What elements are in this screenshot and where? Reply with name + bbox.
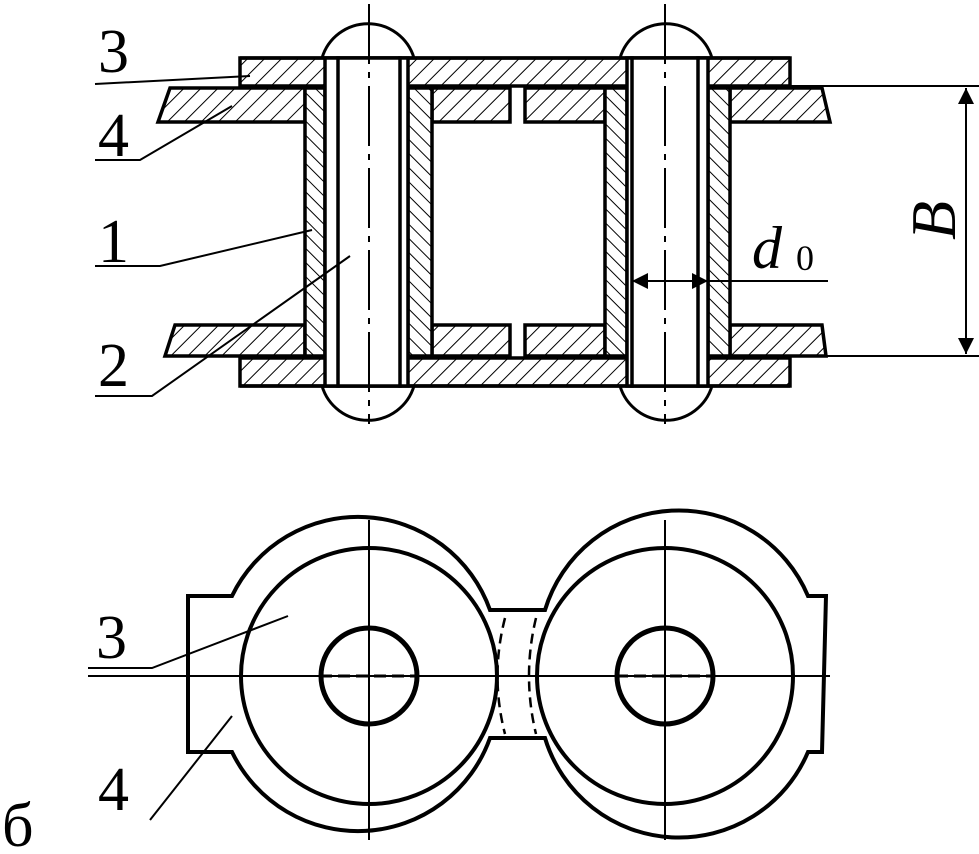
label-inner-plate: 4: [98, 102, 129, 170]
leader-line: [94, 75, 351, 397]
inner-plate-outline: [186, 508, 829, 840]
dimension-b: [730, 85, 979, 357]
dimension-d0-subscript: 0: [796, 238, 814, 278]
pin-section: [323, 56, 710, 388]
center-line: [88, 520, 830, 840]
view-label: б: [2, 792, 34, 854]
label-inner-plate: 4: [98, 756, 129, 824]
label-bushing: 1: [98, 208, 129, 276]
label-outer-plate: 3: [96, 604, 127, 672]
dimension-d0-label: d: [752, 215, 783, 281]
label-outer-plate: 3: [98, 18, 129, 86]
hidden-waist-line: [527, 617, 538, 735]
dimension-b-label: B: [898, 201, 969, 240]
label-pin: 2: [98, 332, 129, 400]
center-line: [368, 4, 666, 424]
hidden-waist-line: [496, 617, 507, 735]
leader-line: [88, 615, 289, 821]
bushing-section: [303, 86, 732, 358]
side-view: [88, 508, 830, 840]
section-view: [94, 4, 979, 424]
